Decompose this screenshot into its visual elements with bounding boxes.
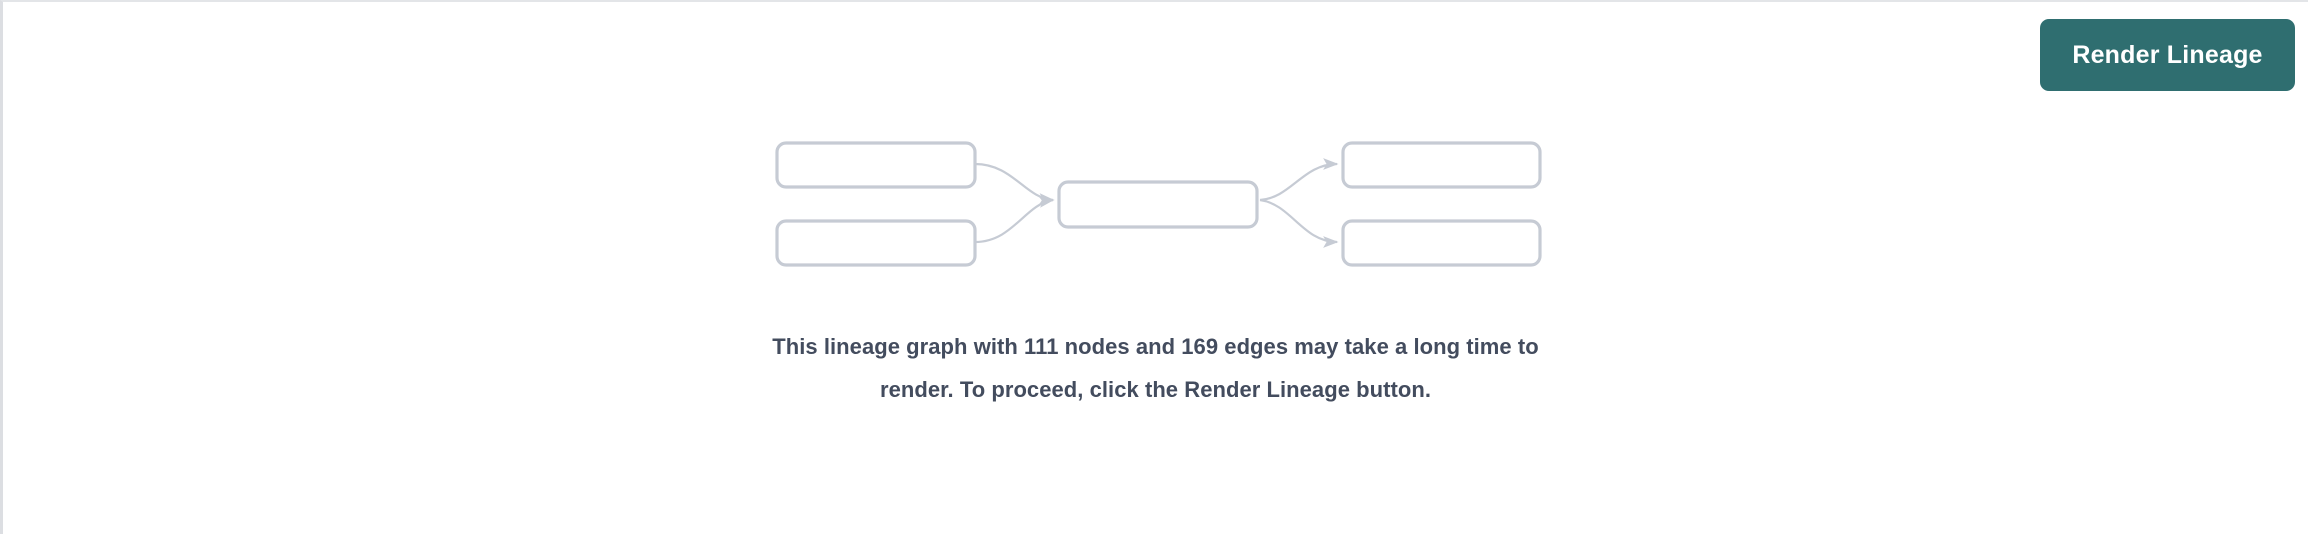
lineage-node-downstream-1 [1341,141,1542,189]
edge-upstream1-to-focus [974,162,1055,205]
lineage-node-focus [1057,180,1259,229]
lineage-node-upstream-2 [775,219,977,267]
edge-focus-to-downstream2 [1259,198,1339,248]
edge-upstream2-to-focus [974,196,1055,244]
lineage-node-upstream-1 [775,141,977,189]
render-lineage-button[interactable]: Render Lineage [2040,19,2295,91]
lineage-warning-message: This lineage graph with 111 nodes and 16… [772,334,1539,402]
lineage-node-downstream-2 [1341,219,1542,267]
lineage-graph-placeholder [763,130,1553,280]
edge-focus-to-downstream1 [1259,158,1339,202]
